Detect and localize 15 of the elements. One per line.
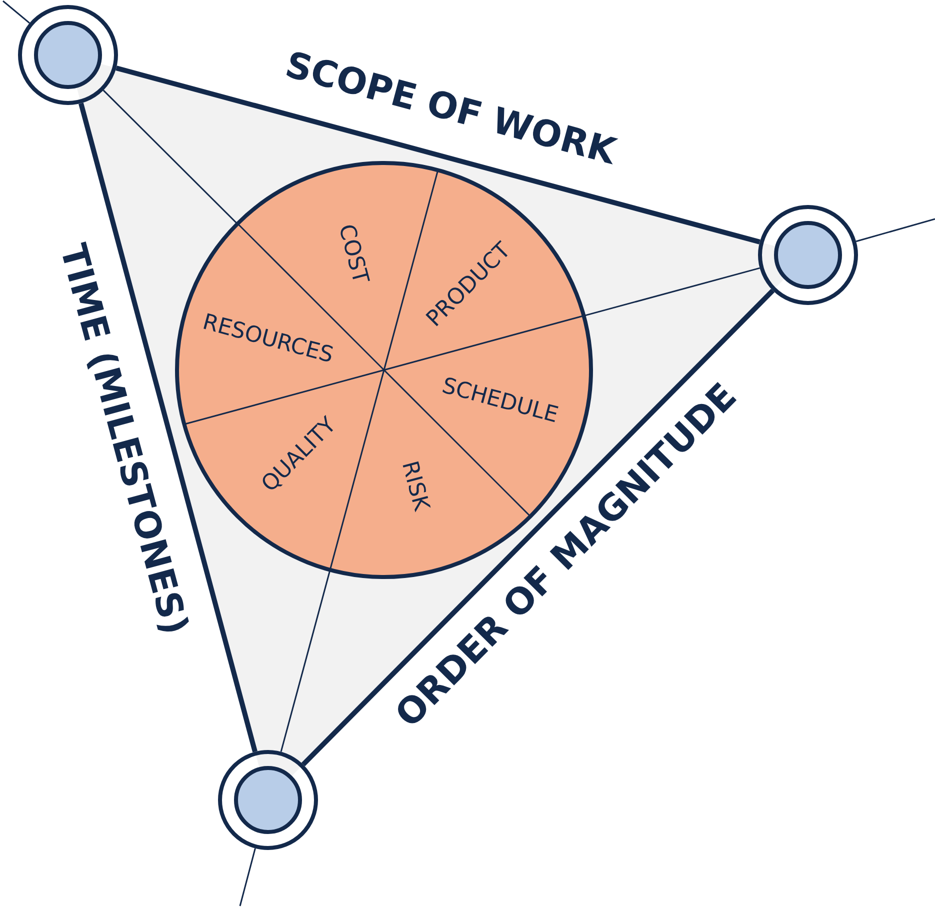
slice-label: COST: [333, 222, 373, 286]
connector-line: [239, 848, 256, 906]
vertex-circle: [18, 5, 118, 105]
slice-label: RISK: [396, 458, 434, 514]
edge-label: SCOPE OF WORK: [281, 44, 620, 173]
triangle-side: [116, 66, 760, 244]
connector-line: [856, 218, 935, 242]
vertex-circle: [758, 205, 858, 305]
connector-line: [280, 570, 331, 752]
connector-line: [584, 267, 760, 317]
triangle-side: [78, 102, 258, 752]
triangle-side: [301, 288, 775, 766]
connector-line: [102, 90, 238, 224]
vertex-circle: [218, 750, 318, 850]
connector-line: [2, 0, 30, 24]
